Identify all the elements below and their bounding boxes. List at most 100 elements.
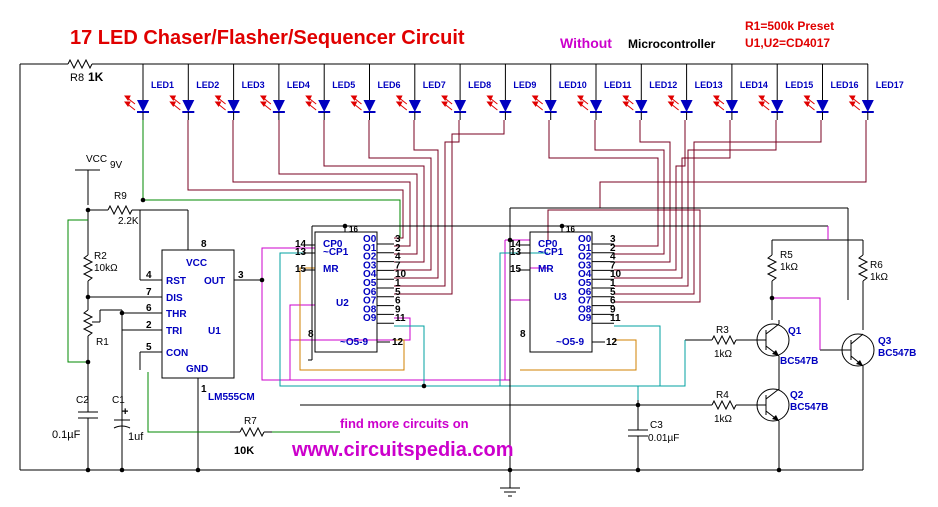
led-6: LED6 bbox=[350, 64, 401, 120]
output-o9: O9 bbox=[578, 313, 592, 324]
led-7-label: LED7 bbox=[423, 80, 446, 90]
output-pin-4: 4 bbox=[395, 252, 401, 263]
led-10-light-icon bbox=[531, 95, 544, 111]
led-12: LED12 bbox=[622, 64, 677, 120]
output-pin-6: 6 bbox=[395, 296, 401, 307]
output-pin-3: 3 bbox=[610, 234, 616, 245]
c3-value: 0.01µF bbox=[648, 433, 679, 444]
output-o2: O2 bbox=[578, 252, 592, 263]
u1-pin-label-rst: RST bbox=[166, 276, 186, 287]
transistor-nets-cyan bbox=[660, 340, 686, 387]
u1-pin-2: 2 bbox=[146, 320, 152, 331]
r2-name: R2 bbox=[94, 251, 107, 262]
u1-pin-6: 6 bbox=[146, 303, 152, 314]
led-2-light-icon bbox=[169, 95, 181, 111]
led-10: LED10 bbox=[531, 64, 587, 120]
output-pin-6: 6 bbox=[610, 296, 616, 307]
u2-pin8: 8 bbox=[308, 329, 314, 340]
led-5: LED5 bbox=[305, 64, 355, 120]
c1-name: C1 bbox=[112, 395, 125, 406]
led-4-label: LED4 bbox=[287, 80, 310, 90]
led-6-diode-icon bbox=[363, 100, 376, 112]
output-pin-5: 5 bbox=[395, 287, 401, 298]
led-3-light-icon bbox=[214, 95, 226, 111]
led-14-diode-icon bbox=[725, 100, 738, 112]
u1-out-pin: 3 bbox=[238, 270, 244, 281]
led-1-label: LED1 bbox=[151, 80, 174, 90]
u1-pin-4: 4 bbox=[146, 270, 152, 281]
c1-value: 1uf bbox=[128, 431, 144, 443]
note-ic: U1,U2=CD4017 bbox=[745, 36, 830, 50]
led-16-light-icon bbox=[803, 95, 815, 111]
output-o1: O1 bbox=[363, 243, 377, 254]
led-7-diode-icon bbox=[408, 100, 421, 112]
led-16-diode-icon bbox=[816, 100, 829, 112]
output-o5: O5 bbox=[363, 278, 377, 289]
website-link[interactable]: www.circuitspedia.com bbox=[291, 439, 514, 461]
led-13-label: LED13 bbox=[695, 80, 723, 90]
led-4-diode-icon bbox=[272, 100, 285, 112]
led-3-diode-icon bbox=[227, 100, 240, 112]
led-17: LED17 bbox=[848, 64, 904, 120]
pin-15: 15 bbox=[510, 264, 522, 275]
u1-vcc-pin: 8 bbox=[201, 239, 207, 250]
u1-out-label: OUT bbox=[204, 276, 225, 287]
output-o8: O8 bbox=[363, 304, 377, 315]
without-word: Without bbox=[560, 35, 612, 51]
u3-chip bbox=[500, 207, 849, 497]
note-r1: R1=500k Preset bbox=[745, 19, 834, 33]
u2-carry: ~O5-9 bbox=[340, 337, 369, 348]
output-o9: O9 bbox=[363, 313, 377, 324]
led-5-label: LED5 bbox=[332, 80, 355, 90]
led-14-light-icon bbox=[712, 95, 725, 111]
u1-pin-label-tri: TRI bbox=[166, 326, 182, 337]
output-o5: O5 bbox=[578, 278, 592, 289]
u1-pin-label-thr: THR bbox=[166, 309, 187, 320]
vcc-value: 9V bbox=[110, 160, 123, 171]
output-o0: O0 bbox=[363, 234, 377, 245]
u3-pin12: 12 bbox=[606, 337, 618, 348]
led-11: LED11 bbox=[577, 64, 632, 120]
output-stubs bbox=[303, 243, 614, 324]
find-more-text: find more circuits on bbox=[340, 416, 469, 431]
output-o1: O1 bbox=[578, 243, 592, 254]
r6-value: 1kΩ bbox=[870, 272, 889, 283]
output-pin-9: 9 bbox=[610, 304, 616, 315]
pin-label-mr: MR bbox=[323, 264, 339, 275]
led-14: LED14 bbox=[712, 64, 768, 120]
top-rail bbox=[19, 58, 868, 470]
led-7-light-icon bbox=[395, 95, 408, 111]
r3-name: R3 bbox=[716, 325, 729, 336]
output-o0: O0 bbox=[578, 234, 592, 245]
led-2-label: LED2 bbox=[196, 80, 219, 90]
u2-pin16: 16 bbox=[349, 225, 358, 234]
output-o3: O3 bbox=[363, 260, 377, 271]
led-13-diode-icon bbox=[680, 100, 693, 112]
output-pin-1: 1 bbox=[395, 278, 401, 289]
led-11-label: LED11 bbox=[604, 80, 632, 90]
pin-label-ncp1: ~CP1 bbox=[538, 247, 564, 258]
led-13: LED13 bbox=[667, 64, 723, 120]
pin-15: 15 bbox=[295, 264, 307, 275]
led-6-label: LED6 bbox=[378, 80, 401, 90]
led-6-light-icon bbox=[350, 95, 362, 111]
c2-name: C2 bbox=[76, 395, 89, 406]
transistor-section bbox=[300, 239, 875, 470]
led-11-light-icon bbox=[577, 95, 589, 111]
led-5-diode-icon bbox=[318, 100, 331, 112]
led-17-label: LED17 bbox=[876, 80, 904, 90]
output-pin-11: 11 bbox=[395, 313, 406, 324]
led-16: LED16 bbox=[803, 64, 859, 120]
output-o4: O4 bbox=[363, 269, 377, 280]
output-pin-4: 4 bbox=[610, 252, 616, 263]
output-o2: O2 bbox=[363, 252, 377, 263]
led-2: LED2 bbox=[169, 64, 219, 120]
led-9-light-icon bbox=[486, 95, 498, 111]
led-13-light-icon bbox=[667, 95, 679, 111]
pin-14: 14 bbox=[295, 239, 307, 250]
led-2-diode-icon bbox=[182, 100, 195, 112]
q2-name: Q2 bbox=[790, 390, 804, 401]
led-12-label: LED12 bbox=[649, 80, 677, 90]
output-o7: O7 bbox=[578, 296, 592, 307]
pin-label-cp0: CP0 bbox=[323, 239, 343, 250]
